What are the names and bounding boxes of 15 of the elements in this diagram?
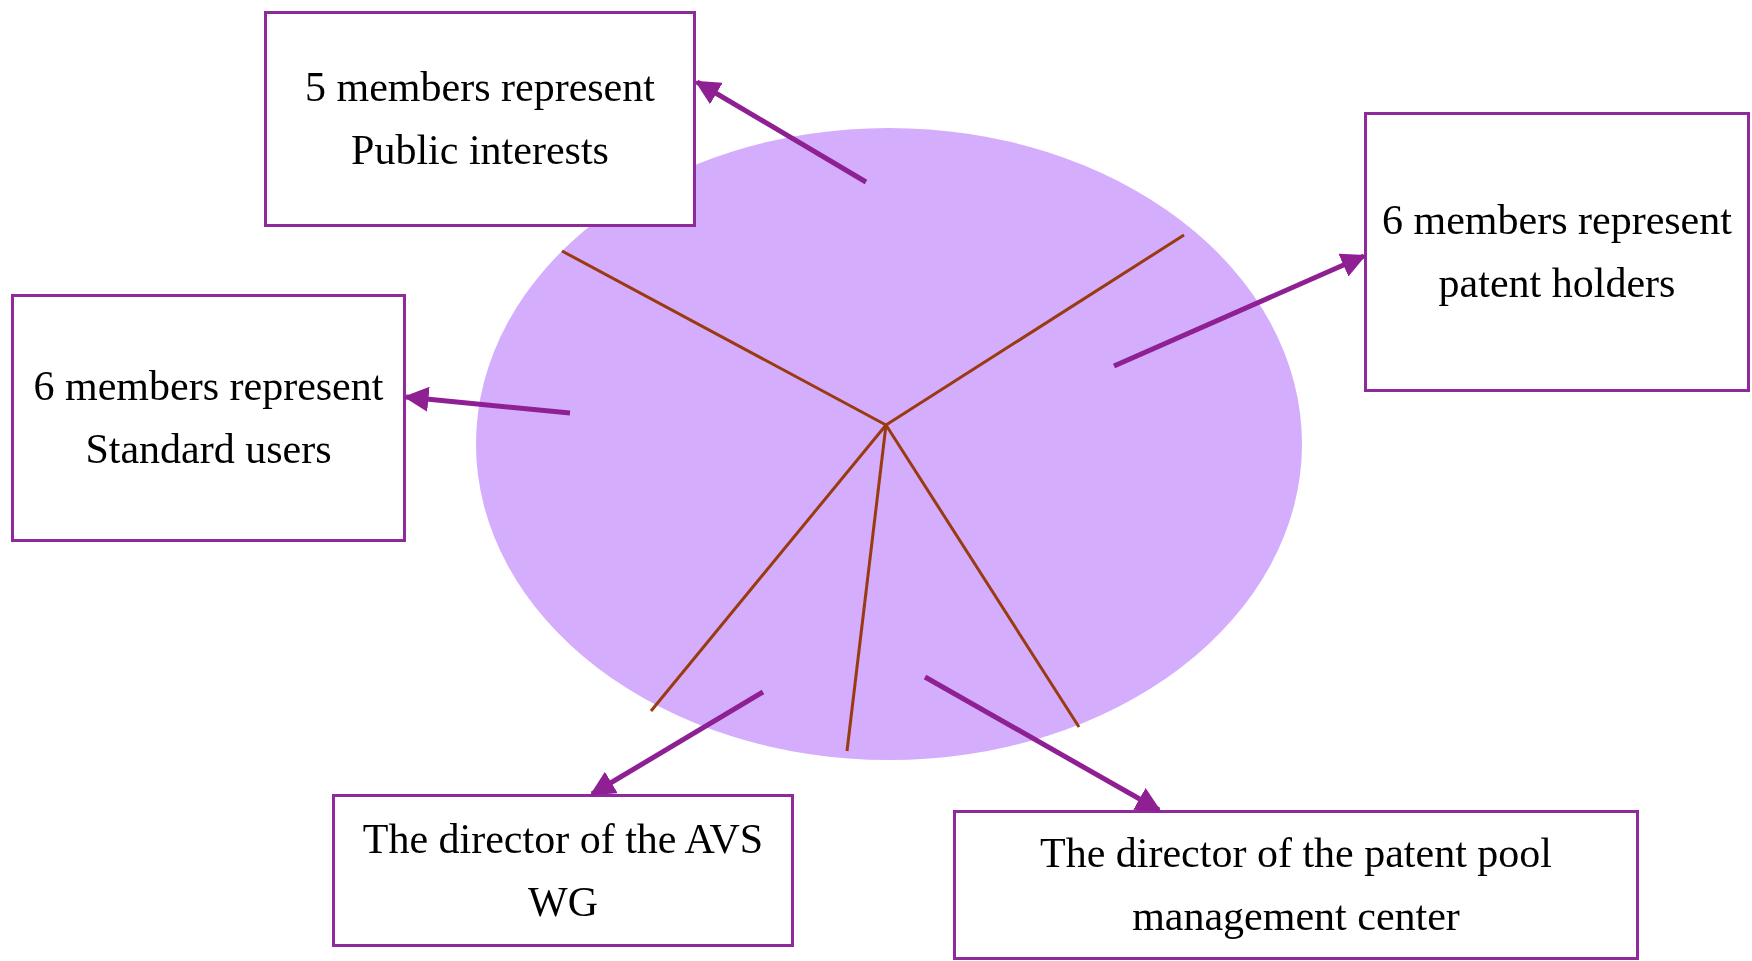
- arrow: [589, 689, 765, 797]
- text-box: [953, 810, 1639, 960]
- box-text: 6 members represent Standard users: [32, 362, 385, 474]
- box-text: The director of the patent pool management center: [1039, 829, 1553, 941]
- arrow: [694, 79, 868, 185]
- arrow: [403, 386, 571, 416]
- box-text: 6 members represent patent holders: [1381, 196, 1733, 308]
- text-box: [264, 11, 696, 227]
- text-box: [332, 794, 794, 947]
- arrow: [923, 674, 1162, 813]
- text-box: [1364, 112, 1750, 392]
- box-text: 5 members represent Public interests: [304, 63, 656, 175]
- text-box: [11, 294, 406, 542]
- box-text: The director of the AVS WG: [361, 814, 765, 927]
- arrow: [1113, 253, 1367, 369]
